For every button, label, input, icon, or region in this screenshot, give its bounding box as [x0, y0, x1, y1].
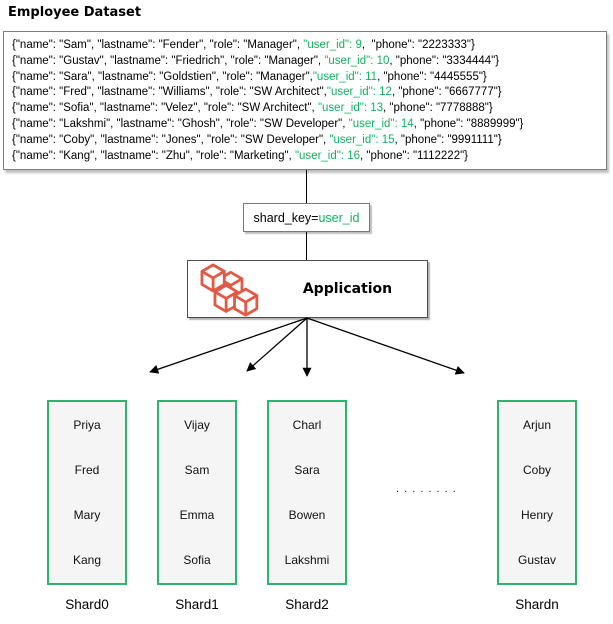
- shard-label-shard1: Shard1: [175, 597, 219, 612]
- dataset-record: {"name": "Kang", "lastname": "Zhu", "rol…: [12, 149, 469, 162]
- shard-entry: Gustav: [517, 553, 556, 568]
- shard-entry: Kang: [72, 553, 102, 568]
- dataset-records: {"name": "Sam", "lastname": "Fender", "r…: [12, 38, 606, 164]
- dataset-record: {"name": "Sofia", "lastname": "Velez", "…: [12, 102, 493, 115]
- shard-entry: Sofia: [183, 553, 211, 568]
- shard-label-shardn: Shardn: [515, 597, 559, 612]
- user-id-highlight: "user_id": 15: [329, 133, 395, 146]
- shard-entry: Lakshmi: [284, 553, 330, 568]
- arrow-to-shard1: [246, 317, 308, 372]
- connector-dataset-to-shardkey: [306, 170, 308, 203]
- arrow-to-shardn: [306, 317, 465, 375]
- dataset-record: {"name": "Gustav", "lastname": "Friedric…: [12, 54, 500, 67]
- shard-entry: Mary: [73, 508, 101, 523]
- dataset-record: {"name": "Lakshmi", "lastname": "Ghosh",…: [12, 117, 524, 130]
- user-id-highlight: "user_id": 10: [324, 54, 390, 67]
- shard-key-prefix: shard_key=: [253, 210, 319, 225]
- user-id-highlight: "user_id": 16: [294, 149, 361, 162]
- shard-entry: Arjun: [522, 417, 551, 432]
- user-id-highlight: "user_id": 11: [312, 70, 378, 83]
- page-title: Employee Dataset: [8, 5, 142, 20]
- shard-entry: Vijay: [184, 417, 210, 432]
- dataset-record: {"name": "Fred", "lastname": "Williams",…: [12, 86, 502, 99]
- arrow-to-shard0: [149, 317, 308, 374]
- shard-entry: Priya: [73, 417, 101, 432]
- user-id-highlight: "user_id": 13: [317, 102, 384, 115]
- shard-entry: Emma: [179, 508, 215, 523]
- shard-key-value: user_id: [318, 210, 360, 225]
- user-id-highlight: "user_id": 12: [326, 86, 392, 99]
- shard-entry: Sara: [294, 462, 320, 477]
- shard-entry: Coby: [522, 462, 551, 477]
- shard-entry: Bowen: [288, 508, 326, 523]
- shard-entry: Sam: [184, 462, 210, 477]
- shard-label-shard2: Shard2: [285, 597, 329, 612]
- fanout-arrows: [149, 317, 465, 377]
- cubes-icon: [200, 263, 259, 317]
- user-id-highlight: "user_id": 9: [303, 39, 362, 51]
- dataset-record: {"name": "Coby", "lastname": "Jones", "r…: [12, 133, 502, 146]
- shard-entry: Charl: [292, 417, 322, 432]
- shard-entry: Henry: [520, 508, 553, 523]
- shard-entry: Fred: [74, 462, 100, 477]
- shard-key-label-box: shard_key=user_id: [243, 203, 370, 232]
- application-box: Application: [187, 260, 428, 318]
- employee-dataset-box: {"name": "Sam", "lastname": "Fender", "r…: [3, 31, 607, 170]
- connector-shardkey-to-application: [306, 232, 308, 260]
- shard-label-shard0: Shard0: [65, 597, 109, 612]
- dataset-record: {"name": "Sara", "lastname": "Goldstien"…: [12, 70, 487, 83]
- user-id-highlight: "user_id": 14: [348, 117, 414, 130]
- application-label: Application: [302, 281, 393, 297]
- dataset-record: {"name": "Sam", "lastname": "Fender", "r…: [12, 39, 475, 51]
- ellipsis-dots: . . . . . . . .: [396, 483, 457, 495]
